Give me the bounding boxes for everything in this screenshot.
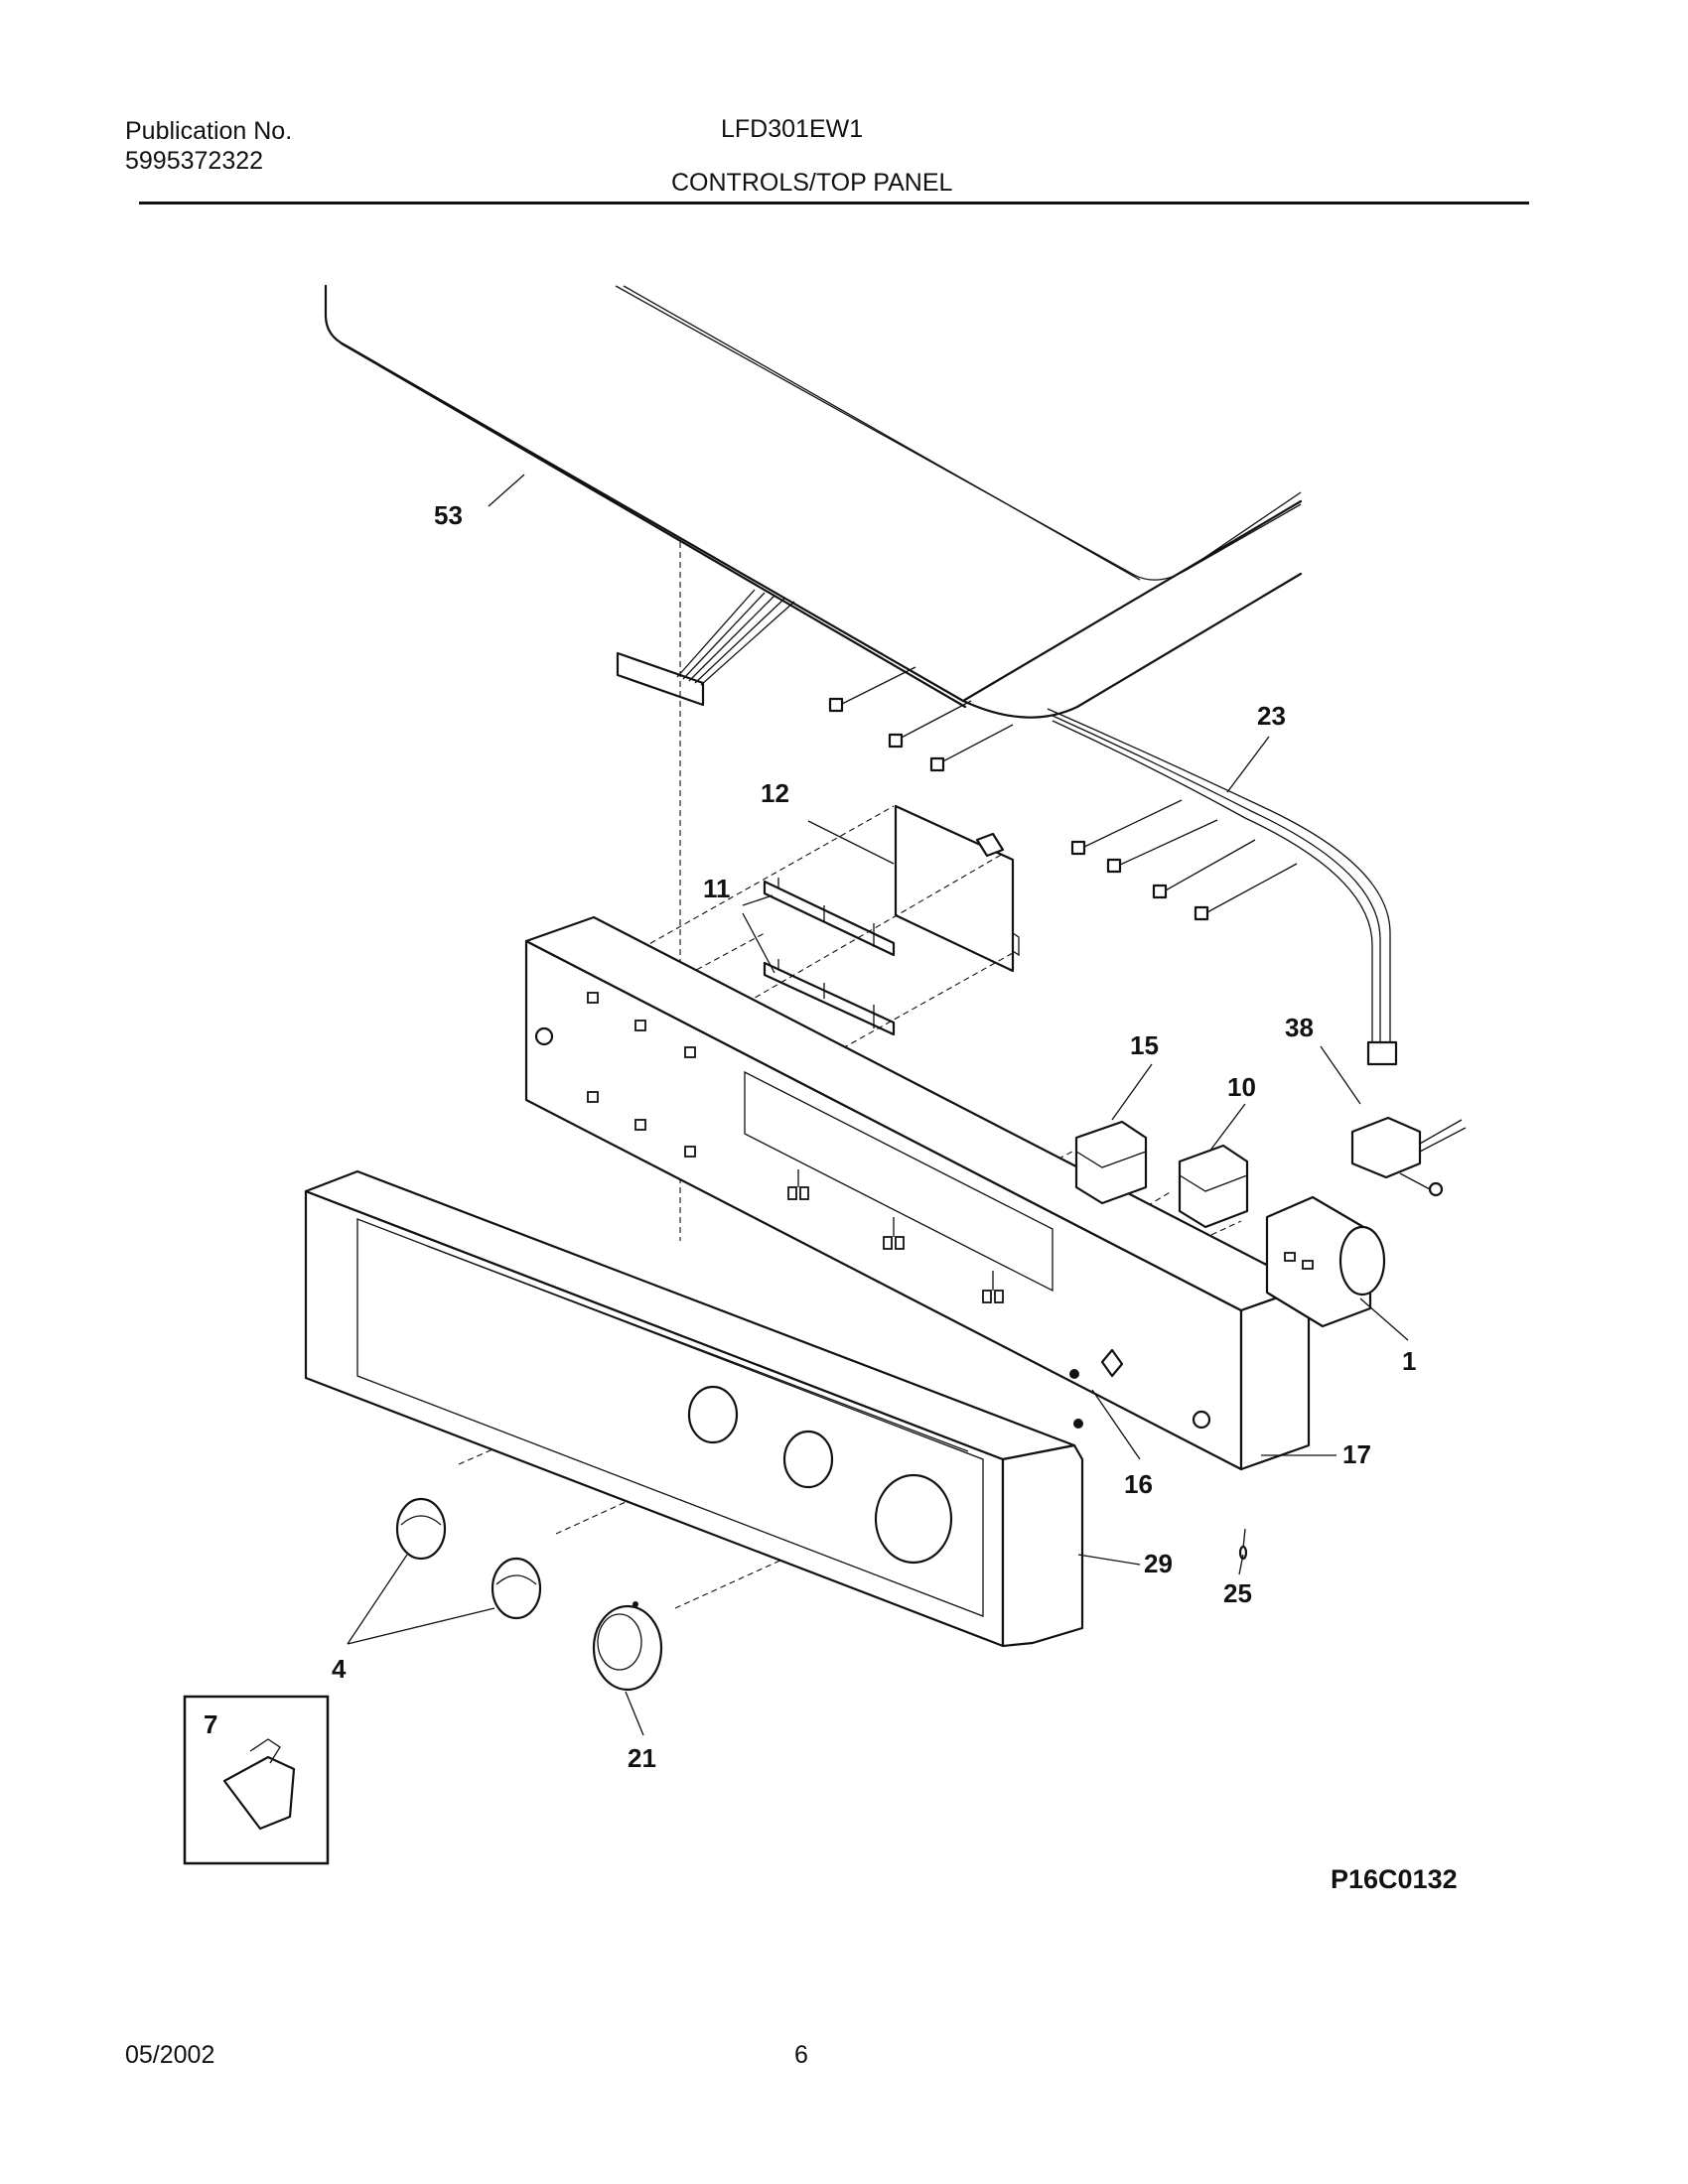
callout-21: 21 [628,1743,656,1773]
callout-29: 29 [1144,1549,1173,1578]
switch-part-15 [1074,1120,1148,1205]
callout-1: 1 [1402,1346,1416,1376]
callout-23: 23 [1257,701,1286,731]
control-panel-part [304,1169,1084,1648]
top-panel-part [324,284,1303,719]
knob-part-21 [592,1601,663,1692]
buzzer-part [1350,1116,1467,1197]
callout-38: 38 [1285,1013,1314,1042]
model-number: LFD301EW1 [721,115,864,143]
callout-17: 17 [1342,1439,1371,1469]
wire-harness-part [1047,708,1398,1066]
callout-25: 25 [1223,1578,1252,1608]
callout-11: 11 [703,874,731,903]
control-board-part [894,804,1020,973]
top-wire-leads [828,666,1014,772]
leader-lines [347,474,1409,1736]
timer-part [1265,1195,1386,1328]
callout-7: 7 [204,1709,217,1739]
header-rule [139,202,1529,205]
console-backplate-part [524,915,1311,1471]
callout-10: 10 [1227,1072,1256,1102]
ribbon-connector [616,589,795,707]
screw-part [1238,1528,1248,1561]
footer-date: 05/2002 [125,2041,215,2069]
section-title: CONTROLS/TOP PANEL [671,169,953,197]
callout-4: 4 [332,1654,347,1684]
callout-15: 15 [1130,1030,1159,1060]
clip-part [1069,1369,1083,1429]
knob-part-4a [395,1497,447,1561]
knob-part-4b [491,1557,542,1620]
bracket-part [763,878,896,1036]
publication-number: 5995372322 [125,147,264,175]
callout-16: 16 [1124,1469,1153,1499]
callout-53: 53 [434,500,463,530]
publication-label: Publication No. [125,117,293,145]
switch-part-10 [1178,1144,1249,1229]
diagram-reference-code: P16C0132 [1331,1864,1458,1894]
footer-page-number: 6 [794,2041,808,2069]
callout-12: 12 [761,778,789,808]
inset-box-part-7 [183,1695,330,1865]
